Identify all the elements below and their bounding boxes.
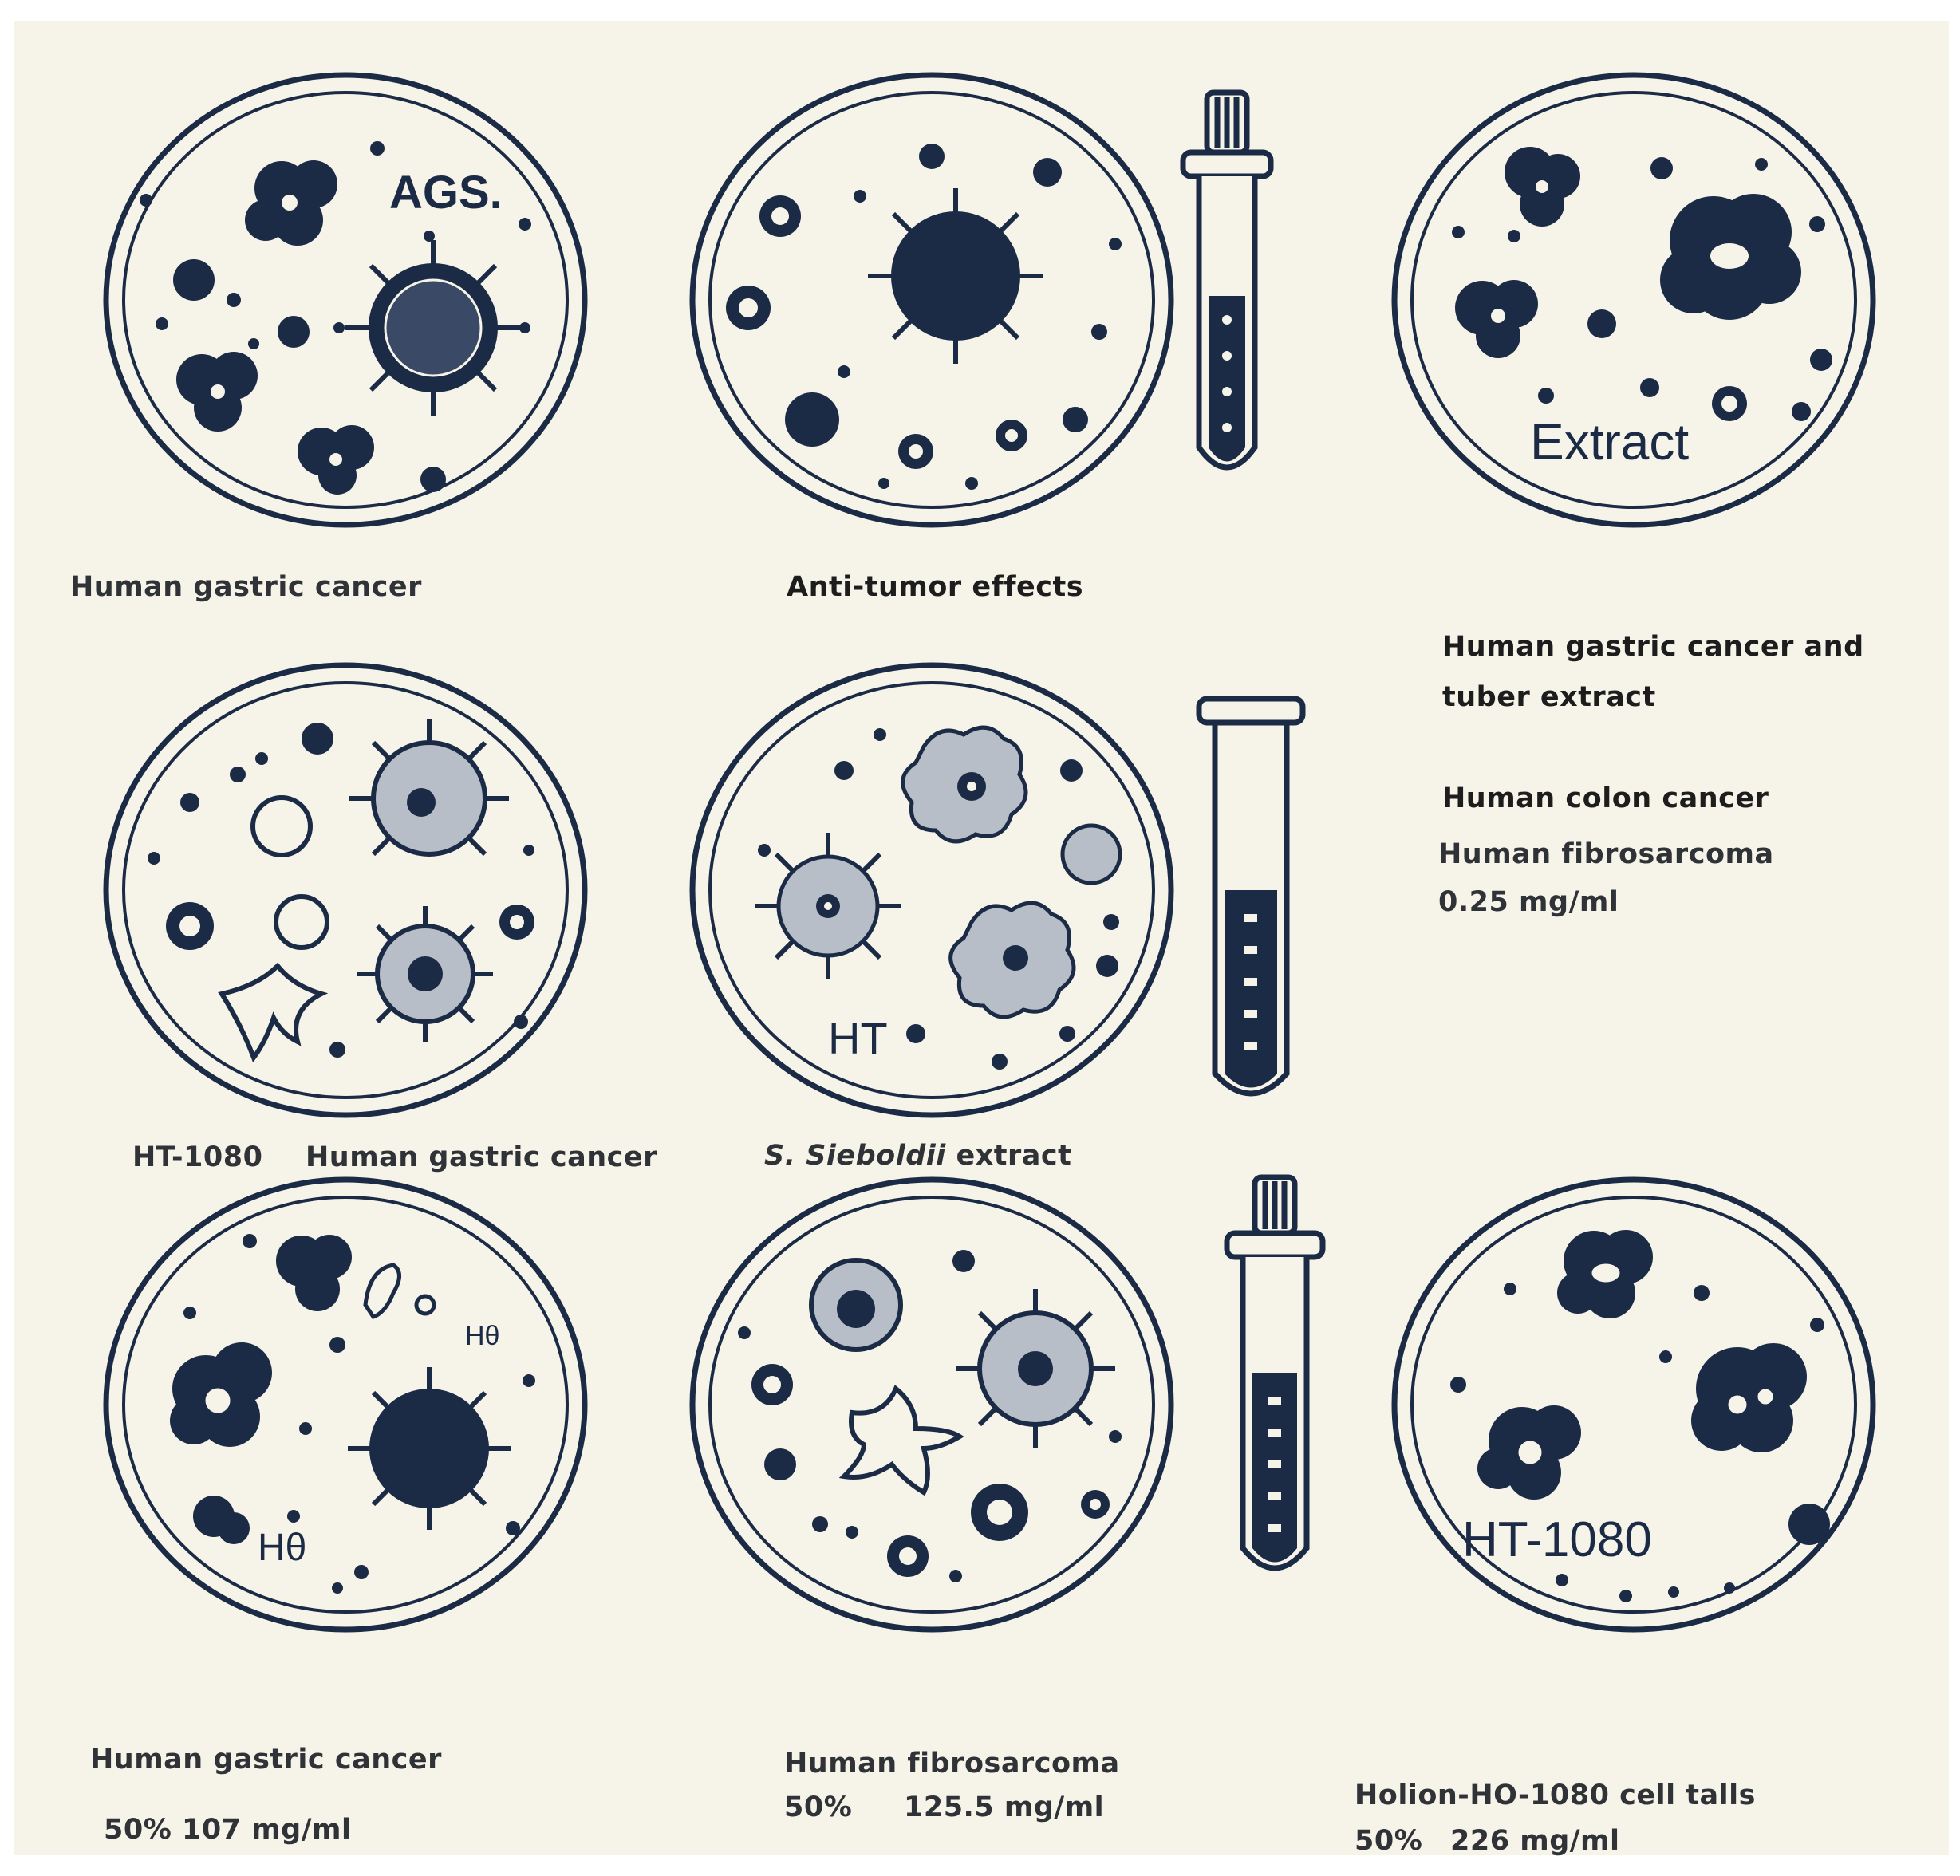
label-dose-226-pct: 50% [1355,1825,1423,1857]
ht-label: HT [828,1013,888,1063]
ags-label: AGS. [389,167,503,219]
illustration-canvas: AGS. [14,21,1949,1857]
label-human-fibrosarcoma-1: Human fibrosarcoma [1438,838,1774,870]
label-human-gastric-cancer-3: Human gastric cancer [90,1744,442,1776]
spiked-cell-icon [349,719,509,1042]
ho-label: Hθ [465,1321,499,1351]
label-gastric-and-tuber-1: Human gastric cancer and [1442,631,1864,663]
label-human-fibrosarcoma-2: Human fibrosarcoma [784,1748,1120,1779]
label-s-sieboldii-extract: S. Sieboldii extract [764,1140,1071,1172]
label-holion-cell-talls: Holion-HO-1080 cell talls [1355,1779,1756,1811]
label-dose-125-pct: 50% [784,1791,853,1823]
label-human-gastric-cancer-1: Human gastric cancer [70,571,422,603]
petri-dish-extract: Extract [1391,72,1876,528]
spiked-cell-icon [755,833,901,979]
label-anti-tumor-effects: Anti-tumor effects [787,571,1084,603]
petri-dish-ht: HT [689,662,1174,1118]
petri-dish-ht1080: HT-1080 [1391,1176,1876,1633]
ho-label-2: Hθ [258,1527,306,1569]
species-name: S. Sieboldii [764,1140,946,1172]
cancer-cell-cluster-icon [170,1235,352,1544]
petri-dish-ho: Hθ Hθ [103,1176,588,1633]
spiked-cell-icon [868,188,1043,364]
spiked-cell-icon [348,1367,511,1530]
extract-word: extract [956,1140,1072,1172]
label-dose-107: 50% 107 mg/ml [104,1814,352,1846]
label-human-gastric-cancer-2: Human gastric cancer [306,1141,657,1173]
petri-dish-ht1080-gastric [103,662,588,1118]
ht1080-dish-label: HT-1080 [1462,1512,1652,1567]
label-gastric-and-tuber-2: tuber extract [1442,681,1656,713]
test-tube-icon [1196,696,1306,1097]
test-tube-icon [1180,89,1274,471]
label-ht1080: HT-1080 [132,1141,263,1173]
test-tube-icon [1224,1174,1326,1571]
petri-dish-fibrosarcoma [689,1176,1174,1633]
label-dose-226-val: 226 mg/ml [1450,1825,1620,1857]
petri-dish-anti-tumor [689,72,1174,528]
extract-label: Extract [1530,413,1689,471]
label-dose-125-val: 125.5 mg/ml [904,1791,1105,1823]
cancer-cell-cluster-icon [176,160,374,495]
spiked-cell-icon [956,1289,1115,1448]
label-human-colon-cancer: Human colon cancer [1442,782,1769,814]
label-dose-025: 0.25 mg/ml [1438,886,1619,918]
spiked-cell-icon [345,240,521,416]
petri-dish-ags: AGS. [103,72,588,528]
cancer-cell-cluster-icon [1455,147,1801,358]
